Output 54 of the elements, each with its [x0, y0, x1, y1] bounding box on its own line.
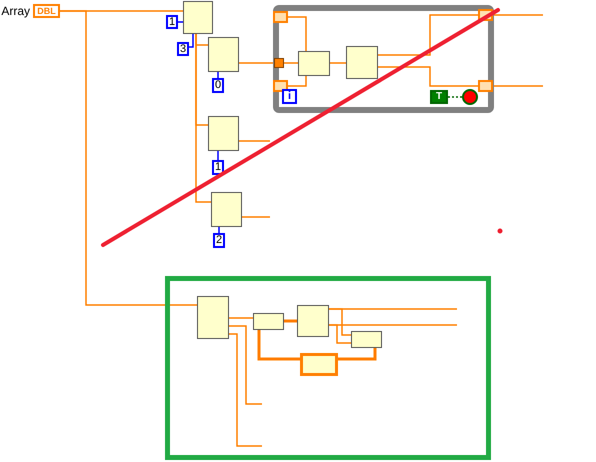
shift-register — [273, 80, 288, 92]
loop-tunnel — [274, 58, 284, 68]
feedback-node — [300, 353, 338, 376]
wire — [195, 34, 211, 203]
wire — [329, 308, 351, 336]
wire — [330, 62, 346, 64]
shift-register — [478, 80, 493, 92]
wire — [239, 140, 270, 142]
wire — [242, 216, 270, 218]
wire — [217, 151, 219, 160]
function-block — [208, 37, 239, 72]
wire — [60, 10, 197, 306]
wire — [189, 34, 194, 48]
array-terminal: DBL — [33, 4, 60, 18]
stop-terminal — [462, 89, 478, 105]
wire — [493, 14, 543, 16]
wire — [338, 348, 376, 360]
function-block — [298, 51, 330, 76]
wire — [178, 21, 183, 23]
wire — [229, 333, 262, 447]
wire — [239, 62, 274, 64]
function-block — [183, 1, 213, 34]
wire — [217, 72, 219, 78]
numeric-constant: 1 — [212, 160, 224, 175]
iteration-terminal: i — [282, 89, 297, 104]
function-block — [253, 313, 284, 330]
terminal-label: Array — [1, 4, 30, 18]
numeric-constant: 0 — [212, 78, 224, 93]
numeric-constant: 2 — [213, 233, 225, 248]
numeric-constant: 1 — [166, 15, 178, 29]
wire — [493, 85, 543, 87]
shift-register — [273, 11, 288, 23]
function-block — [197, 296, 229, 339]
while-loop-frame — [273, 5, 494, 113]
wire — [218, 227, 220, 233]
function-block — [346, 46, 378, 79]
wire — [229, 317, 253, 319]
wire — [288, 16, 307, 51]
function-block — [351, 331, 382, 348]
function-block — [208, 116, 239, 151]
function-block — [211, 192, 242, 227]
wire — [448, 96, 462, 98]
highlight-frame — [165, 276, 491, 460]
boolean-constant: T — [430, 90, 448, 104]
wire — [229, 325, 262, 405]
wire — [329, 324, 351, 344]
wire — [378, 66, 478, 87]
wire — [284, 62, 298, 64]
function-block — [297, 305, 329, 337]
wire — [284, 320, 297, 322]
wire — [288, 76, 307, 87]
wire — [378, 14, 478, 56]
numeric-constant: 3 — [177, 42, 189, 56]
wire — [258, 330, 300, 360]
